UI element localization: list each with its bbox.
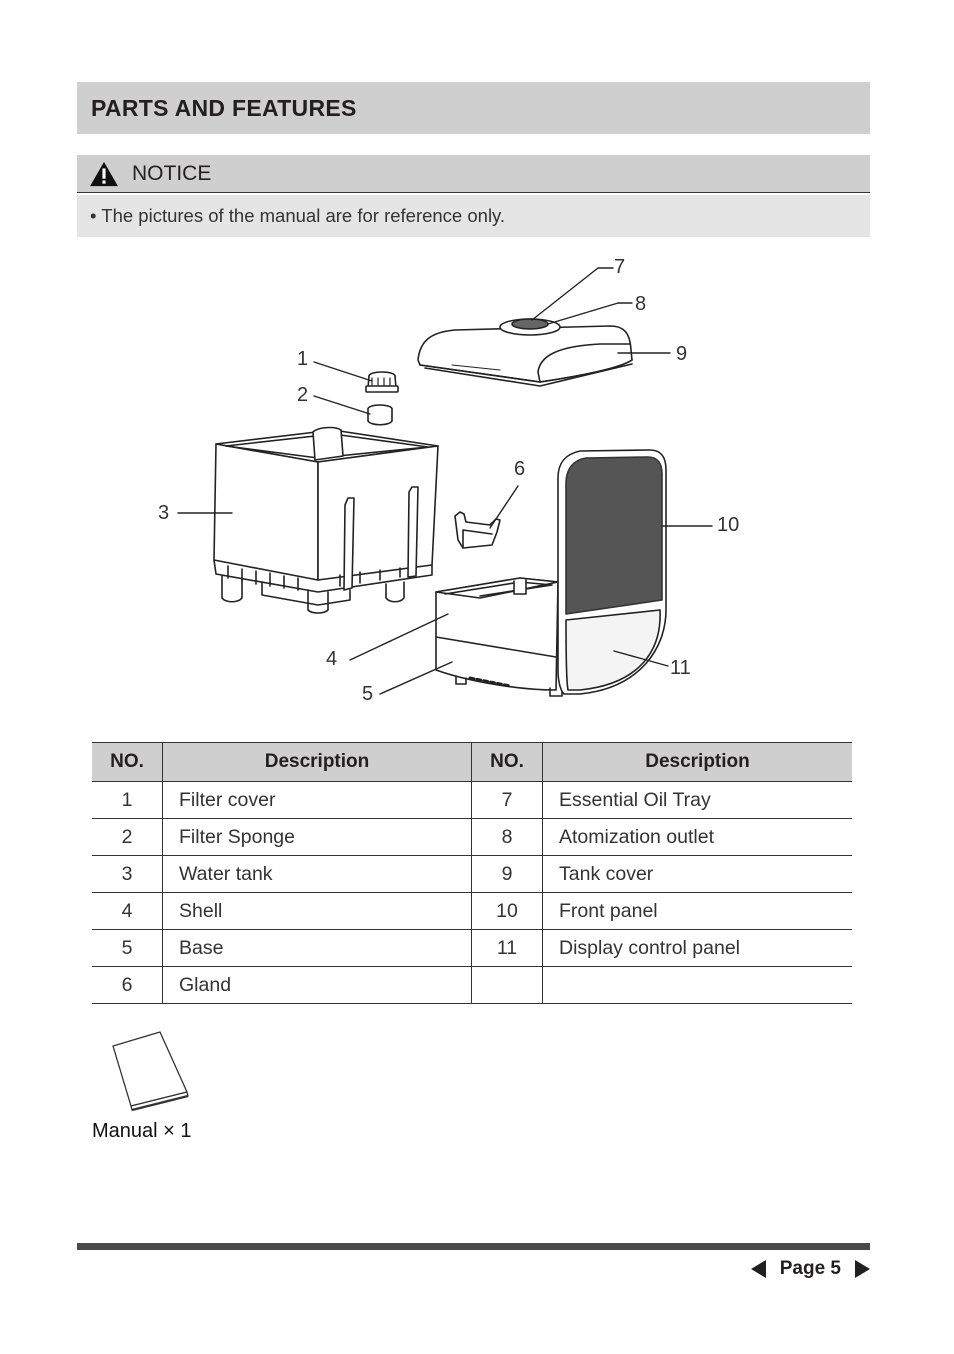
table-row: 2 Filter Sponge 8 Atomization outlet (92, 818, 852, 856)
table-row: 4 Shell 10 Front panel (92, 892, 852, 930)
part-number: 3 (92, 855, 163, 893)
callout-2: 2 (297, 384, 308, 406)
part-description: Tank cover (542, 855, 852, 893)
pager: Page 5 (750, 1258, 870, 1280)
part-description: Display control panel (542, 929, 852, 967)
filter-cover-illustration (365, 371, 399, 393)
callout-8: 8 (635, 293, 646, 315)
part-description: Front panel (542, 892, 852, 930)
header-description: Description (162, 742, 472, 782)
callout-9: 9 (676, 343, 687, 365)
next-page-icon[interactable] (855, 1260, 870, 1278)
section-header: PARTS AND FEATURES (77, 82, 870, 134)
part-description: Gland (162, 966, 472, 1004)
part-description (542, 966, 852, 1004)
gland-illustration (454, 511, 501, 549)
table-header-row: NO. Description NO. Description (92, 742, 852, 782)
part-description: Essential Oil Tray (542, 781, 852, 819)
accessory-label: Manual × 1 (92, 1120, 192, 1142)
part-number: 7 (471, 781, 543, 819)
page-number: Page 5 (779, 1258, 841, 1279)
header-no-2: NO. (471, 742, 543, 782)
callout-5: 5 (362, 683, 373, 705)
part-number: 4 (92, 892, 163, 930)
table-row: 5 Base 11 Display control panel (92, 929, 852, 967)
part-description: Filter Sponge (162, 818, 472, 856)
shell-illustration (435, 577, 563, 697)
notice-text: • The pictures of the manual are for ref… (77, 195, 870, 237)
leader-lines (177, 267, 713, 695)
header-no: NO. (92, 742, 163, 782)
part-number: 10 (471, 892, 543, 930)
part-description: Atomization outlet (542, 818, 852, 856)
part-number: 8 (471, 818, 543, 856)
callout-1: 1 (297, 348, 308, 370)
part-number: 5 (92, 929, 163, 967)
parts-table: NO. Description NO. Description 1 Filter… (92, 742, 852, 1004)
part-description: Water tank (162, 855, 472, 893)
filter-sponge-illustration (367, 404, 393, 426)
part-number: 1 (92, 781, 163, 819)
part-description: Shell (162, 892, 472, 930)
callout-7: 7 (614, 256, 625, 278)
part-description: Filter cover (162, 781, 472, 819)
water-tank-illustration (213, 426, 439, 614)
warning-icon (90, 161, 118, 186)
exploded-parts-diagram: 7 8 9 1 2 3 6 10 4 5 11 (158, 256, 739, 705)
callout-3: 3 (158, 502, 169, 524)
table-row: 1 Filter cover 7 Essential Oil Tray (92, 781, 852, 819)
part-number: 9 (471, 855, 543, 893)
notice-label: NOTICE (132, 161, 212, 185)
manual-booklet-icon (112, 1031, 189, 1112)
callout-4: 4 (326, 648, 337, 670)
callout-10: 10 (717, 514, 739, 536)
footer-rule (77, 1243, 870, 1250)
part-number: 2 (92, 818, 163, 856)
part-number: 6 (92, 966, 163, 1004)
notice-bar: NOTICE (77, 155, 870, 193)
section-title: PARTS AND FEATURES (91, 94, 357, 121)
header-description-2: Description (542, 742, 852, 782)
table-row: 6 Gland (92, 966, 852, 1004)
callout-11: 11 (670, 657, 691, 679)
table-row: 3 Water tank 9 Tank cover (92, 855, 852, 893)
front-panel-illustration (557, 449, 667, 695)
previous-page-icon[interactable] (750, 1260, 766, 1278)
part-number (471, 966, 543, 1004)
tank-cover-illustration (417, 318, 633, 387)
callout-6: 6 (514, 458, 525, 480)
part-number: 11 (471, 929, 543, 967)
part-description: Base (162, 929, 472, 967)
